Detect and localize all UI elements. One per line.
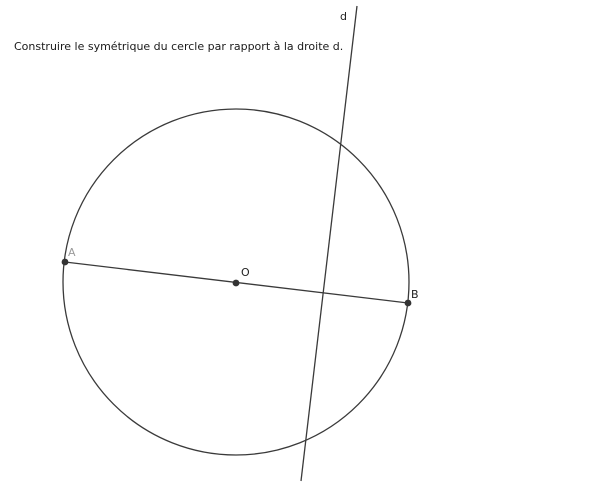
label-d: d: [340, 10, 347, 23]
line-d: [300, 5, 358, 482]
label-b: B: [411, 288, 419, 301]
label-o: O: [241, 266, 250, 279]
point-b[interactable]: [404, 299, 412, 307]
point-o[interactable]: [232, 279, 240, 287]
label-a: A: [68, 246, 76, 259]
instruction-text: Construire le symétrique du cercle par r…: [14, 40, 344, 53]
circle: [62, 108, 410, 456]
point-a[interactable]: [61, 258, 69, 266]
